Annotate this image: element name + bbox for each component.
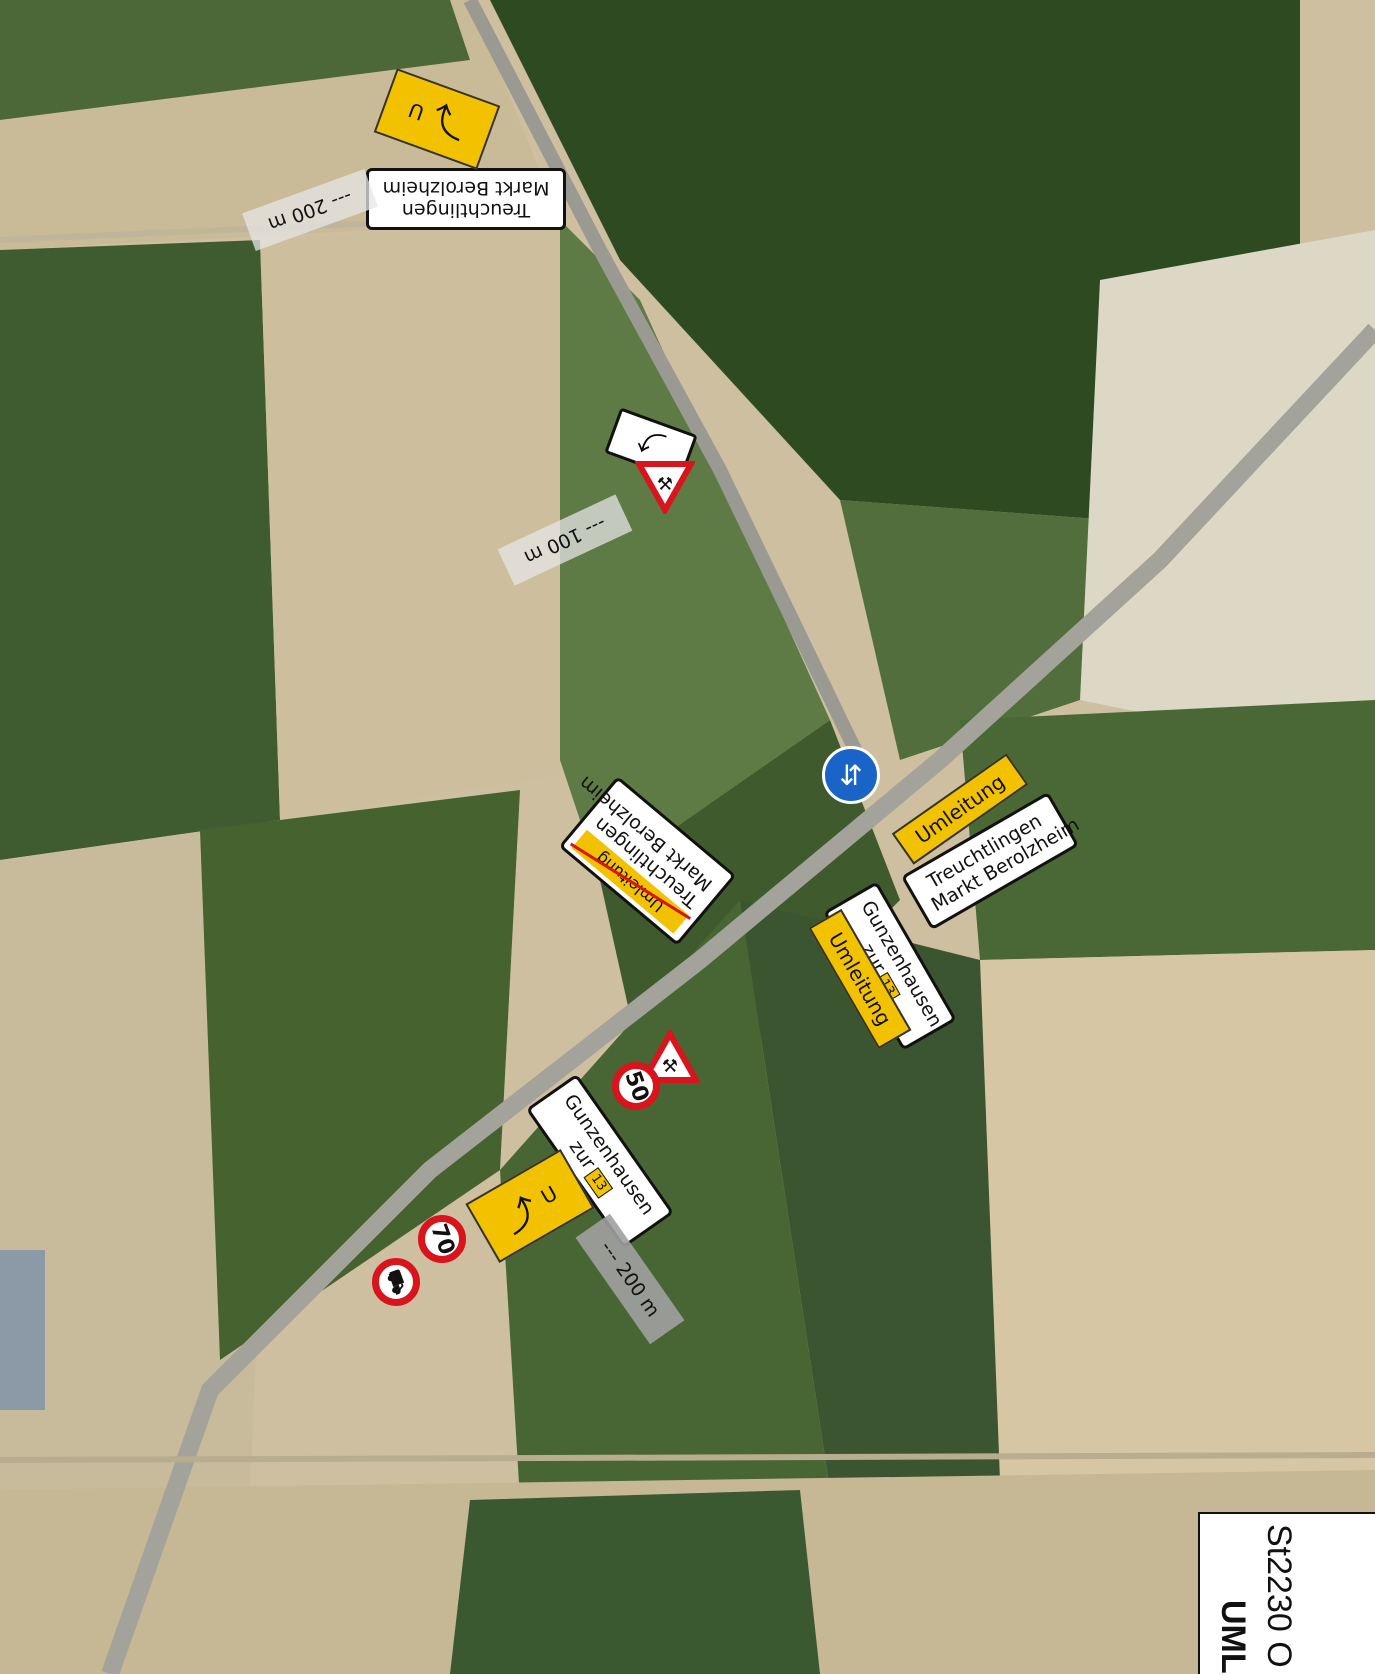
roadworks-warning-icon-lower: ⚒ bbox=[640, 1030, 700, 1083]
field-right-upper bbox=[840, 500, 1110, 760]
roadworks-warning-icon: ⚒ bbox=[635, 461, 695, 514]
sign-letter: U bbox=[536, 1180, 562, 1210]
legend-box: St2230 O UMLE bbox=[1198, 1512, 1375, 1674]
road-main-diagonal bbox=[101, 323, 1375, 1674]
field-center-strip bbox=[560, 220, 830, 880]
field-left-beige bbox=[260, 220, 590, 820]
speed-limit-value: 50 bbox=[619, 1067, 653, 1105]
sign-line: Markt Berolzheim bbox=[382, 177, 550, 199]
track-bottom bbox=[0, 1452, 1375, 1463]
legend-subtitle: UMLE bbox=[1214, 1600, 1252, 1674]
field-right-beige bbox=[980, 950, 1375, 1480]
field-right-dark-strip bbox=[740, 900, 1000, 1490]
no-overtaking-icon: ⛟ bbox=[381, 1265, 413, 1298]
field-center-green bbox=[200, 790, 520, 1360]
svg-text:⚒: ⚒ bbox=[657, 474, 673, 495]
speed-limit-50-sign: 50 bbox=[612, 1062, 660, 1110]
legend-title: St2230 O bbox=[1260, 1524, 1298, 1668]
field-left-green bbox=[0, 240, 280, 860]
field-bottom-green bbox=[450, 1490, 820, 1674]
speed-limit-value: 70 bbox=[425, 1220, 459, 1258]
svg-text:⚒: ⚒ bbox=[662, 1056, 678, 1077]
road-north bbox=[463, 0, 867, 764]
curved-arrow-icon: ⤵ bbox=[426, 95, 473, 145]
speed-limit-70-sign: 70 bbox=[418, 1215, 466, 1263]
buildings bbox=[0, 1250, 45, 1410]
pass-either-side-icon: ⇵ bbox=[822, 746, 880, 804]
sign-line: Treuchtlingen bbox=[401, 199, 531, 221]
no-overtaking-sign: ⛟ bbox=[372, 1258, 420, 1306]
field-top-strip bbox=[0, 0, 470, 120]
direction-sign-treuchtlingen-top: Treuchtlingen Markt Berolzheim bbox=[366, 168, 566, 230]
field-right-green bbox=[960, 700, 1375, 960]
sign-letter: U bbox=[405, 97, 428, 126]
